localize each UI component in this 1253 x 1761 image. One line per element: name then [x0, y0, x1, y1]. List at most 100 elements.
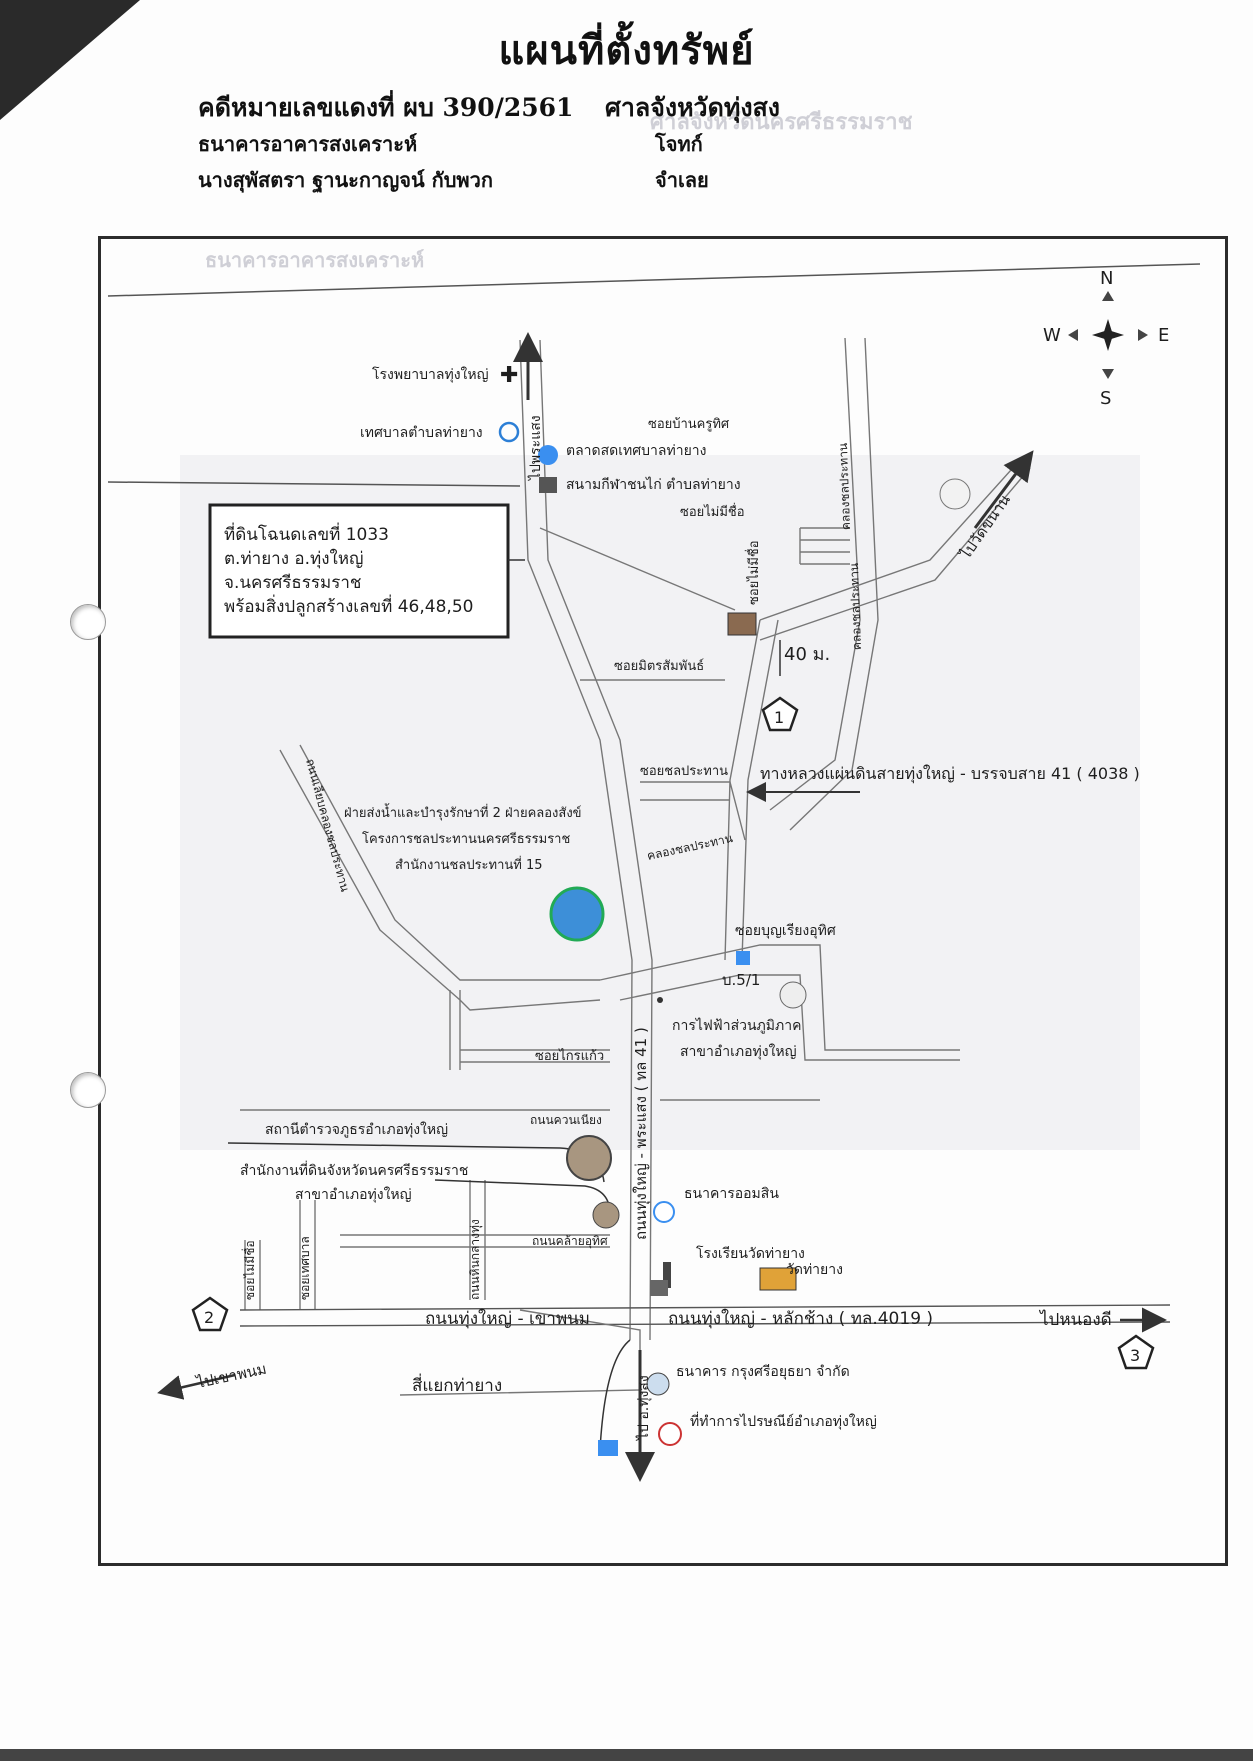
- arrow-to-wat: [973, 450, 1034, 529]
- soi-to-property: [539, 527, 736, 611]
- label-post-office: ที่ทำการไปรษณีย์อำเภอทุ่งใหญ่: [690, 1412, 877, 1430]
- property-info-box: [208, 503, 510, 639]
- land-office-emblem-icon: [592, 1201, 620, 1229]
- pea-icon: [779, 981, 807, 1009]
- school-flag-icon: [663, 1262, 671, 1288]
- label-canal-road-north: คลองชลประทาน: [836, 443, 853, 531]
- map-frame: [98, 236, 1228, 1566]
- label-land-office-2: สาขาอำเภอทุ่งใหญ่: [295, 1186, 412, 1203]
- bank-small-icon: [598, 1440, 618, 1456]
- property-buildings: พร้อมสิ่งปลูกสร้างเลขที่ 46,48,50: [224, 594, 473, 617]
- case-number: คดีหมายเลขแดงที่ ผบ 390/2561: [198, 93, 574, 122]
- label-soi-chon: ซอยชลประทาน: [640, 764, 728, 779]
- compass-w: W: [1043, 325, 1061, 346]
- police-emblem-icon: [566, 1135, 612, 1181]
- label-main-road: ถนนทุ่งใหญ่ - พระแสง ( ทล 41 ): [632, 1027, 651, 1240]
- label-soi-nameless-1: ซอยไม่มีชื่อ: [680, 503, 745, 520]
- label-hospital: โรงพยาบาลทุ่งใหญ่: [372, 366, 489, 383]
- label-highway-4038: ทางหลวงแผ่นดินสายทุ่งใหญ่ - บรรจบสาย 41 …: [760, 764, 1140, 784]
- compass-s: S: [1100, 388, 1111, 409]
- court-name: ศาลจังหวัดทุ่งสง: [605, 93, 780, 122]
- leader-land-office: [434, 1179, 611, 1215]
- highway-4038: [724, 619, 761, 961]
- label-temple: วัดท่ายาง: [786, 1262, 843, 1278]
- svg-text:2: 2: [204, 1308, 214, 1327]
- property-deed: ที่ดินโฉนดเลขที่ 1033: [224, 522, 389, 545]
- svg-text:3: 3: [1130, 1346, 1140, 1365]
- defendant-name: นางสุพัสตรา ฐานะกาญจน์ กับพวก: [198, 168, 493, 192]
- plaintiff-name: ธนาคารอาคารสงเคราะห์: [198, 132, 418, 156]
- label-cockfight: สนามกีฬาชนไก่ ตำบลท่ายาง: [566, 476, 741, 493]
- temple-icon: [759, 1267, 797, 1291]
- fuel-station-icon: [939, 478, 971, 510]
- label-soi-boonriang: ซอยบุญเรียงอุทิศ: [735, 923, 836, 939]
- plaintiff-role: โจทก์: [655, 132, 703, 156]
- svg-text:1: 1: [774, 708, 784, 727]
- compass-n: N: [1100, 268, 1113, 289]
- canal-road: [769, 337, 861, 811]
- map-top-line: [107, 263, 1201, 297]
- main-road-edge-left: [519, 339, 633, 1341]
- bleed-through-text: ธนาคารอาคารสงเคราะห์: [205, 248, 425, 272]
- label-school: โรงเรียนวัดท่ายาง: [696, 1245, 805, 1262]
- gsb-icon: [653, 1201, 675, 1223]
- label-irrigation-2: โครงการชลประทานนครศรีธรรมราช: [362, 831, 570, 847]
- route-marker-3: 3: [1117, 1334, 1155, 1370]
- label-municipality: เทศบาลตำบลท่ายาง: [360, 425, 483, 441]
- compass-e: E: [1158, 325, 1169, 346]
- label-krungsri: ธนาคาร กรุงศรีอยุธยา จำกัด: [676, 1364, 850, 1380]
- market-icon: [538, 445, 558, 465]
- post-office-icon: [658, 1422, 682, 1446]
- label-soi-west-1: ซอยไม่มีชื่อ: [241, 1240, 257, 1300]
- punch-hole: [70, 604, 106, 640]
- map-line: [107, 481, 521, 487]
- label-intersection: สี่แยกท่ายาง: [412, 1373, 502, 1396]
- page-corner-fold: [0, 0, 140, 120]
- village-marker-icon: [736, 951, 750, 965]
- road-to-wat-edge: [759, 467, 1031, 641]
- label-to-khaophanom: ไปเขาพนม: [194, 1360, 268, 1393]
- label-police: สถานีตำรวจภูธรอำเภอทุ่งใหญ่: [265, 1121, 448, 1138]
- punch-hole: [70, 1072, 106, 1108]
- label-gsb: ธนาคารออมสิน: [684, 1186, 779, 1202]
- road-to-wat: [759, 459, 1021, 621]
- label-to-nongdi: ไปหนองดี: [1038, 1309, 1112, 1330]
- label-road-kuan: ถนนควนเนียง: [530, 1113, 602, 1127]
- bleed-through-text: ศาลจังหวัดนครศรีธรรมราช: [650, 109, 913, 135]
- page-title: แผนที่ตั้งทรัพย์: [498, 27, 755, 74]
- leader-intersection: [599, 1339, 631, 1451]
- label-soi-nameless-2: ซอยไม่มีชื่อ: [745, 540, 762, 605]
- property-district: ต.ท่ายาง อ.ทุ่งใหญ่: [224, 548, 364, 569]
- scan-edge: [0, 1749, 1253, 1761]
- label-road-klai: ถนนคล้ายอุทิศ: [532, 1234, 608, 1249]
- label-soi-mitr: ซอยมิตรสัมพันธ์: [614, 658, 704, 674]
- label-irrigation-3: สำนักงานชลประทานที่ 15: [395, 856, 543, 873]
- route-marker-1: 1: [761, 696, 799, 732]
- label-fresh-market: ตลาดสดเทศบาลท่ายาง: [566, 443, 706, 459]
- compass-rose: [1068, 291, 1148, 379]
- canal-road-edge: [789, 337, 879, 831]
- label-land-office-1: สำนักงานที่ดินจังหวัดนครศรีธรรมราช: [240, 1161, 468, 1179]
- label-soi-krai: ซอยไกรแก้ว: [535, 1048, 604, 1064]
- highway-4038-edge: [741, 619, 779, 961]
- hospital-icon: ✚: [500, 363, 518, 388]
- label-road-west: ถนนทุ่งใหญ่ - เขาพนม: [425, 1308, 590, 1329]
- property-house-icon: [727, 612, 757, 636]
- defendant-role: จำเลย: [655, 168, 709, 192]
- label-village: บ.5/1: [722, 971, 760, 989]
- label-canal-road: คลองชลประทาน: [847, 563, 864, 651]
- route-marker-2: 2: [191, 1296, 229, 1332]
- label-road-west-3: ถนนหินกลางทุ่ง: [468, 1219, 483, 1300]
- label-road-east: ถนนทุ่งใหญ่ - หลักช้าง ( ทล.4019 ): [668, 1308, 933, 1329]
- label-pea-1: การไฟฟ้าส่วนภูมิภาค: [672, 1017, 801, 1034]
- label-soi-west-2: ซอยเทศบาล: [298, 1236, 312, 1300]
- label-pea-2: สาขาอำเภอทุ่งใหญ่: [680, 1043, 797, 1060]
- irrigation-logo-icon: [549, 886, 605, 942]
- label-to-phrasaeng: ไปพระแสง: [527, 415, 544, 481]
- krungsri-icon: [646, 1372, 670, 1396]
- label-to-thungsong: ไป อ.ทุ่งสง: [635, 1375, 652, 1441]
- school-building-icon: [650, 1280, 668, 1296]
- label-irrigation-1: ฝ่ายส่งน้ำและบำรุงรักษาที่ 2 ฝ่ายคลองสัง…: [344, 803, 582, 821]
- property-province: จ.นครศรีธรรมราช: [224, 573, 361, 593]
